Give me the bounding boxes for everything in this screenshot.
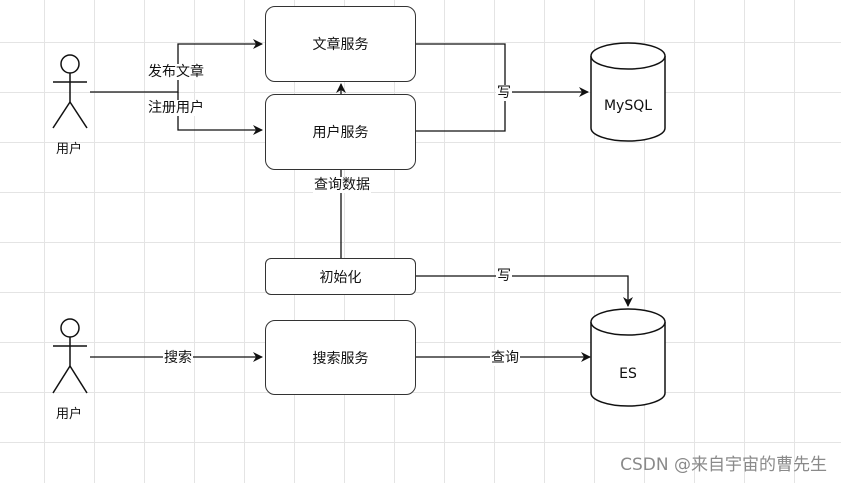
article-service-label: 文章服务 (312, 37, 369, 53)
edge-label-write-mysql: 写 (496, 85, 512, 101)
user-service-label: 用户服务 (312, 125, 369, 141)
edge-article-to-mysql (416, 43, 506, 92)
mysql-label: MySQL (603, 98, 653, 114)
edge-label-search: 搜索 (163, 350, 193, 366)
init-node: 初始化 (265, 258, 416, 295)
init-label: 初始化 (319, 269, 362, 286)
user-service-node: 用户服务 (265, 94, 416, 170)
es-cylinder (590, 308, 666, 407)
mysql-cylinder (590, 42, 666, 142)
edge-label-publish-article: 发布文章 (147, 64, 205, 80)
edge-label-write-es: 写 (496, 268, 512, 284)
actor-bottom-label: 用户 (56, 407, 83, 422)
article-service-node: 文章服务 (265, 6, 416, 82)
actor-top-label: 用户 (56, 142, 83, 157)
search-service-node: 搜索服务 (265, 320, 416, 395)
edge-label-query-data: 查询数据 (313, 177, 371, 193)
edge-label-register-user: 注册用户 (147, 100, 205, 116)
edge-label-query: 查询 (490, 350, 520, 366)
edge-init-to-es (416, 275, 633, 307)
actor-bottom-figure (52, 318, 88, 394)
edge-user-to-mysql (416, 87, 589, 132)
watermark-text: CSDN @来自宇宙的曹先生 (620, 455, 827, 475)
es-label: ES (619, 366, 637, 382)
actor-top-figure (52, 54, 88, 129)
search-service-label: 搜索服务 (312, 350, 369, 367)
